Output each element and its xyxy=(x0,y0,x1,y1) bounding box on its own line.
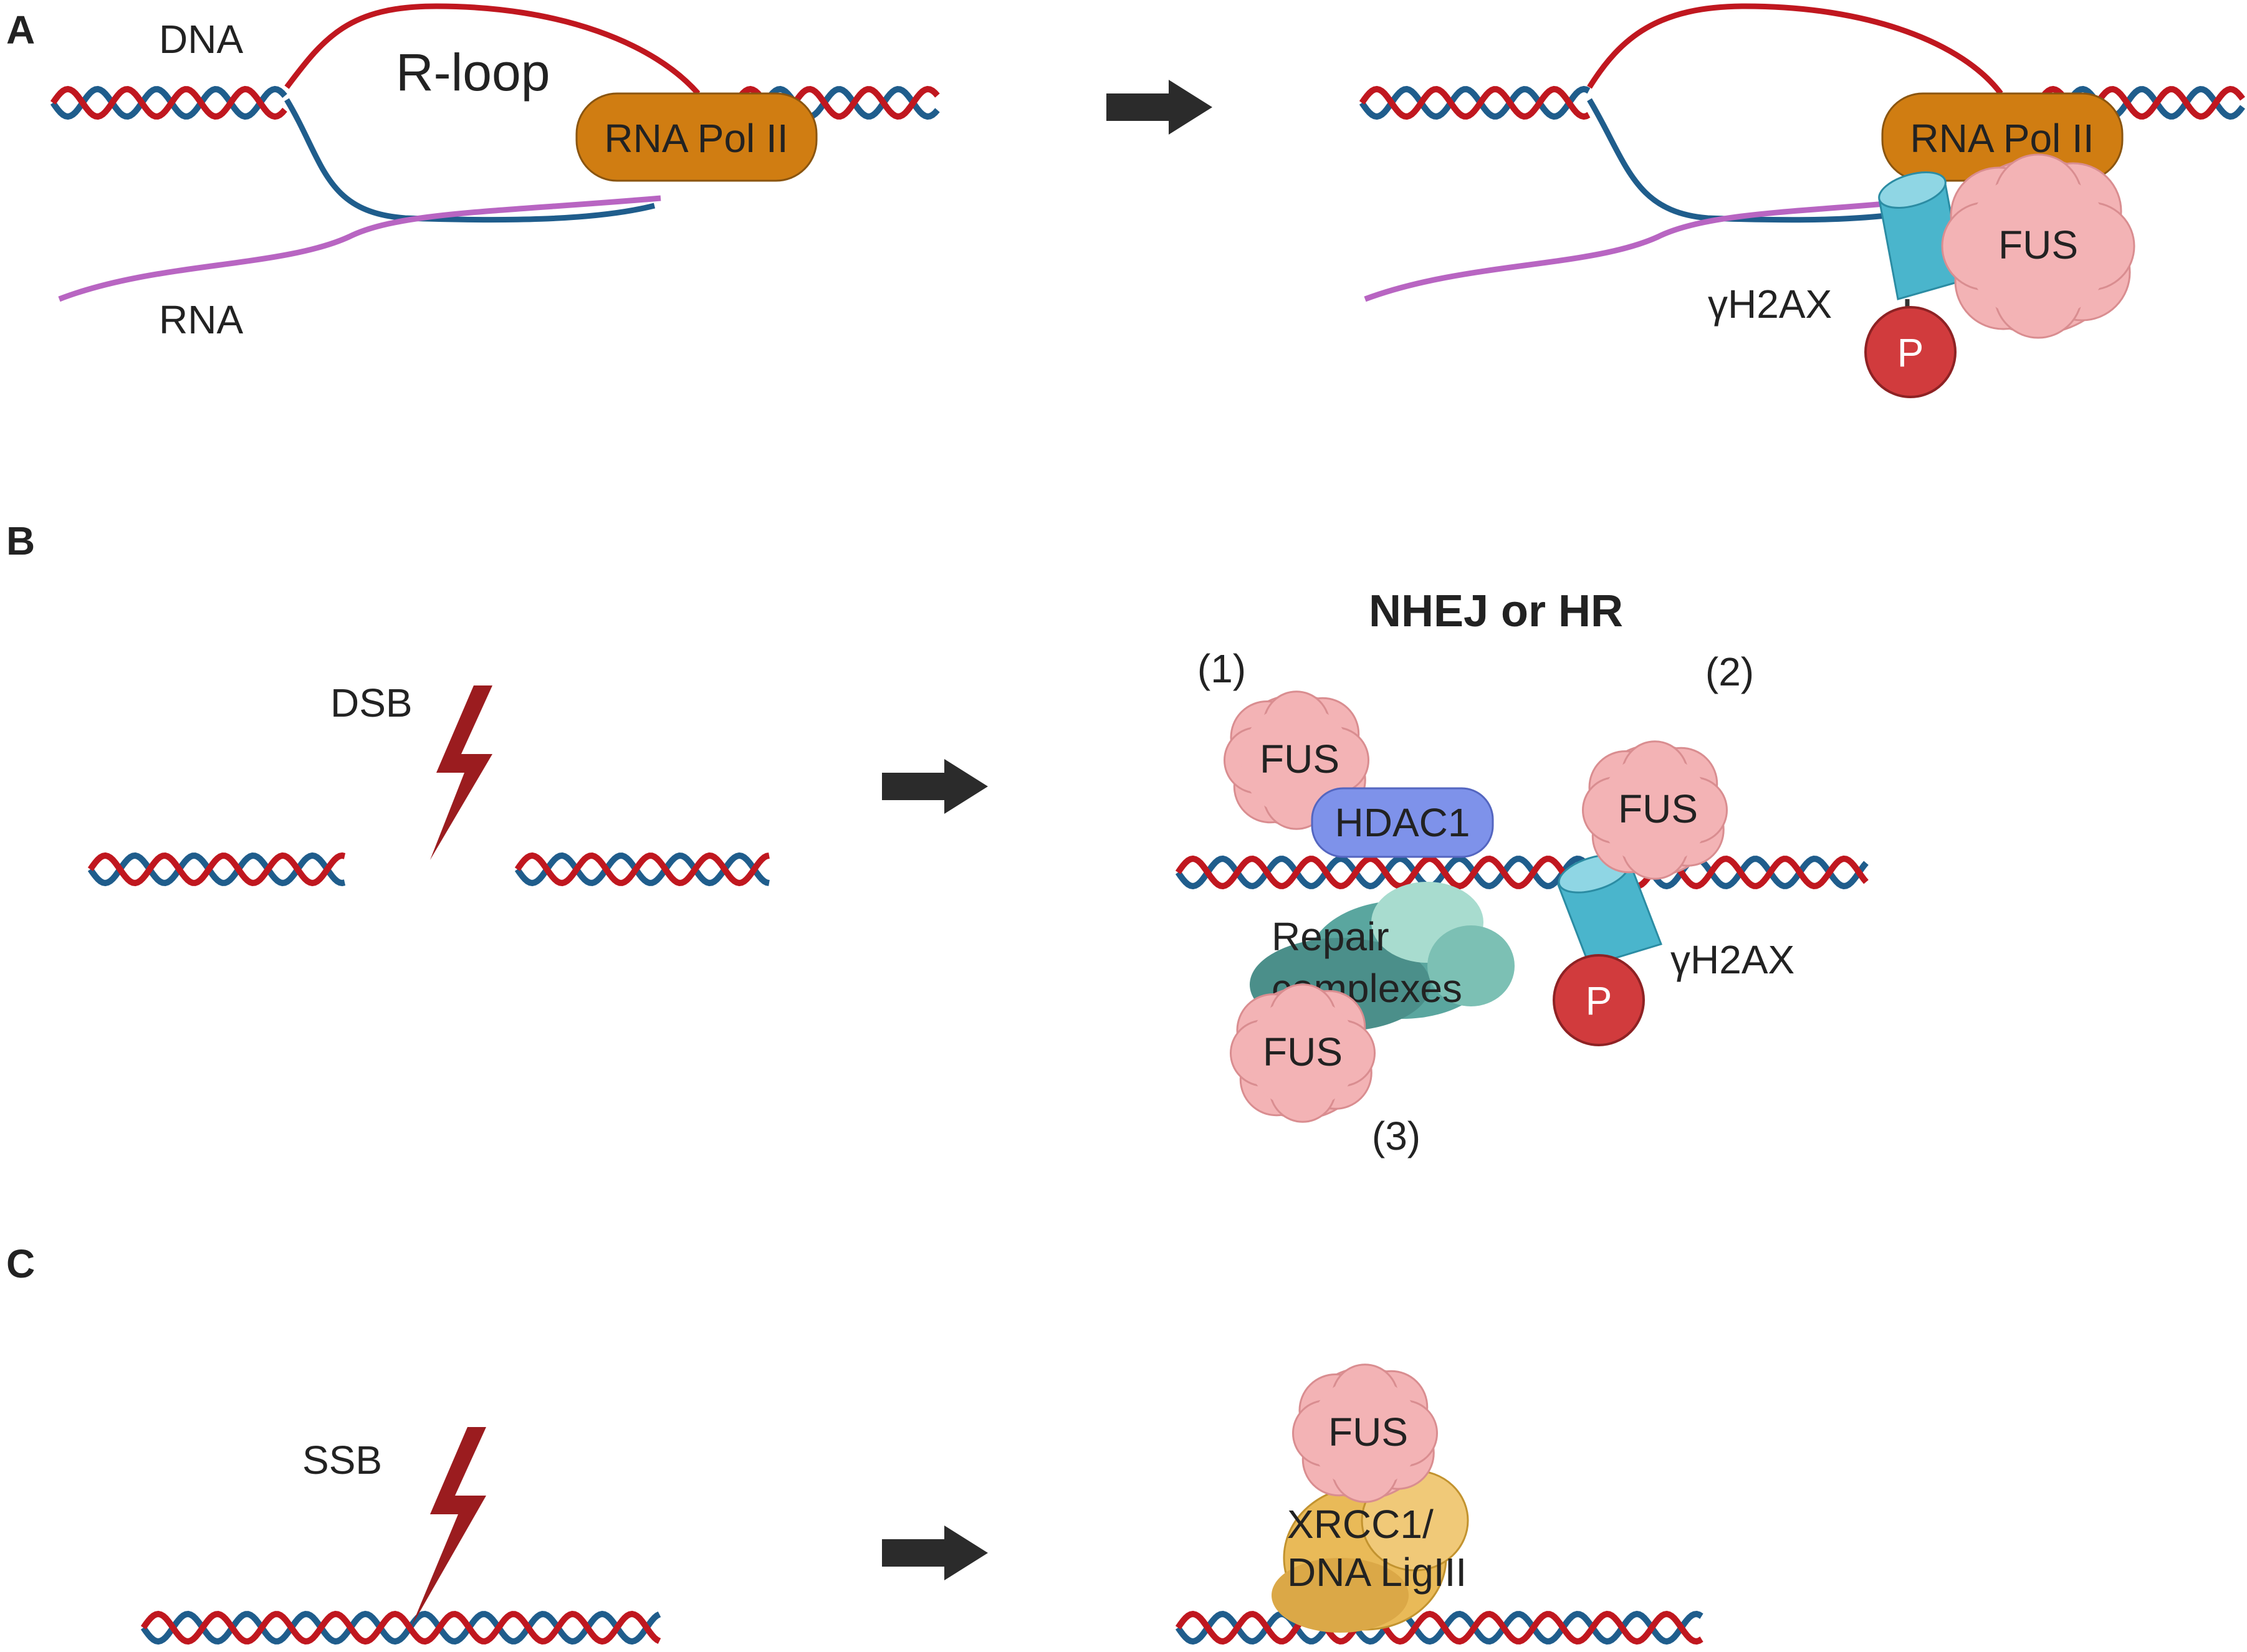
rna-pol-ii-right-label: RNA Pol II xyxy=(1910,116,2094,161)
fus-protein-c xyxy=(1292,1363,1438,1503)
dna-top-strand-loop-right xyxy=(1587,3,2003,95)
panel-label-a: A xyxy=(6,7,35,52)
ssb-bolt xyxy=(411,1427,486,1626)
dna-helix-a-right xyxy=(1359,85,1591,120)
fus-label-c: FUS xyxy=(1328,1410,1408,1454)
rna-strand-right xyxy=(1364,198,1920,302)
fus-protein-1 xyxy=(1224,690,1369,830)
dna-top-strand-loop xyxy=(284,3,701,95)
phospho-label: P xyxy=(1897,330,1924,375)
dna-helix-a-left xyxy=(50,85,287,120)
panel-label-c: C xyxy=(6,1241,35,1286)
dsb-label: DSB xyxy=(330,680,413,725)
dna-helix-c-left xyxy=(140,1610,661,1645)
rloop-label: R-loop xyxy=(396,43,550,102)
dna-helix-b-repair xyxy=(1175,855,1869,890)
arrow-b xyxy=(882,759,988,814)
fus-protein-2 xyxy=(1582,740,1728,880)
rna-pol-ii-label: RNA Pol II xyxy=(604,116,788,161)
xrcc1-ligiii xyxy=(1272,1469,1469,1633)
panel-b: DSB NHEJ or HR (1) (2) (3) Repair comple… xyxy=(87,586,1869,1158)
dna-helix-c-right xyxy=(1175,1610,1703,1645)
phospho-circle-b xyxy=(1553,954,1645,1046)
rna-pol-ii xyxy=(575,92,818,182)
panel-label-b: B xyxy=(6,518,35,563)
label-2: (2) xyxy=(1705,649,1754,694)
dna-helix-b-left xyxy=(87,852,346,887)
dna-helix-b-right xyxy=(514,852,770,887)
label-3: (3) xyxy=(1372,1114,1421,1158)
rna-strand xyxy=(58,195,661,302)
fus-label-3: FUS xyxy=(1263,1029,1343,1074)
arrow-c xyxy=(882,1525,988,1580)
phospho-circle xyxy=(1864,306,1957,398)
repair-label-1: Repair xyxy=(1272,914,1389,959)
fus-label-a: FUS xyxy=(1998,222,2078,267)
dna-template-strand-loop-right xyxy=(1587,98,1933,223)
fus-protein-a xyxy=(1941,153,2135,339)
fus-label-1: FUS xyxy=(1260,737,1339,781)
phospho-label-b: P xyxy=(1586,978,1612,1023)
ssb-label: SSB xyxy=(302,1438,382,1483)
h2ax-label-b: γH2AX xyxy=(1670,937,1794,982)
nhej-hr-title: NHEJ or HR xyxy=(1369,586,1623,636)
h2ax-label: γH2AX xyxy=(1708,282,1832,327)
hdac1-label: HDAC1 xyxy=(1335,800,1470,845)
hdac1 xyxy=(1311,787,1494,858)
label-1: (1) xyxy=(1197,646,1246,691)
rna-label: RNA xyxy=(159,297,243,342)
ligiii-label: DNA LigIII xyxy=(1287,1550,1467,1595)
xrcc1-label: XRCC1/ xyxy=(1287,1502,1434,1547)
dna-label: DNA xyxy=(159,17,243,62)
panel-a: RNA Pol II DNA R-loop RNA RNA Pol II P γ… xyxy=(50,3,2245,398)
h2ax-barrel xyxy=(1878,171,1965,300)
panel-c: SSB FUS XRCC1/ DNA LigIII xyxy=(140,1363,1703,1645)
arrow-a xyxy=(1106,80,1212,135)
fus-label-2: FUS xyxy=(1618,786,1698,831)
dsb-bolt xyxy=(430,685,492,860)
fus-protein-3 xyxy=(1230,983,1376,1123)
